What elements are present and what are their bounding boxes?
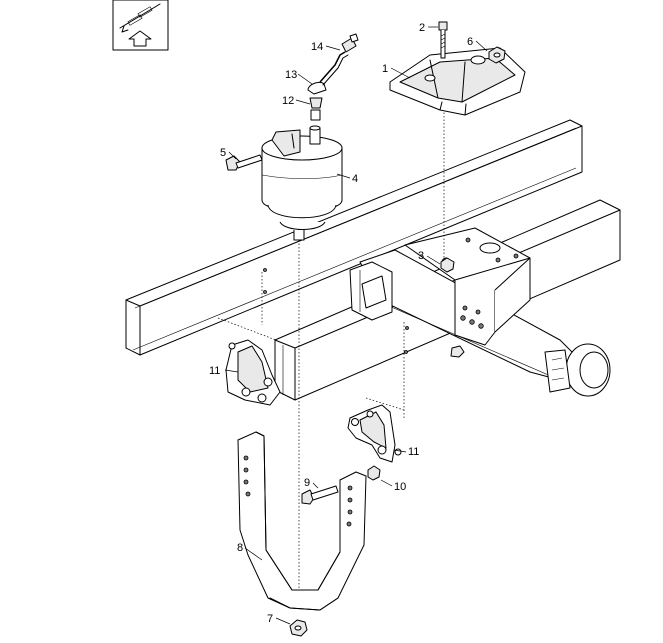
callout-3: 3 [418, 250, 424, 262]
callout-7: 7 [267, 613, 273, 625]
support-bracket-left [225, 339, 281, 406]
bolt-lower [301, 485, 339, 505]
air-spring [261, 125, 343, 241]
view-direction-arrow-icon [112, 0, 169, 51]
callout-1: 1 [382, 63, 388, 75]
callout-4: 4 [352, 173, 358, 185]
callout-labels: 1 2 3 4 5 6 7 8 9 10 11 11 12 13 14 [209, 22, 473, 625]
callout-8: 8 [237, 542, 243, 554]
bolt-upper [438, 21, 448, 59]
u-bracket [237, 431, 367, 611]
callout-6: 6 [467, 36, 473, 48]
assembly-centre-lines [217, 60, 445, 598]
nut-lower [367, 465, 381, 481]
nut-bottom [289, 619, 308, 637]
axle-seat [404, 227, 531, 346]
axle-mount-left [349, 261, 393, 321]
air-pipe [319, 33, 359, 86]
air-fitting [307, 81, 327, 121]
support-bracket-right [347, 404, 402, 463]
callout-leader-lines [224, 26, 488, 625]
upper-mounting-bracket [389, 47, 526, 116]
callout-12: 12 [282, 95, 294, 107]
callout-13: 13 [285, 69, 297, 81]
callout-11-left: 11 [209, 365, 220, 377]
frame-rail [125, 119, 583, 356]
callout-11-right: 11 [408, 446, 419, 458]
callout-10: 10 [394, 481, 406, 493]
nut-upper [488, 46, 506, 64]
callout-9: 9 [304, 477, 310, 489]
bolt-side [225, 154, 263, 171]
nut-axle-seat [440, 257, 455, 273]
callout-14: 14 [311, 41, 323, 53]
callout-2: 2 [419, 22, 425, 34]
callout-5: 5 [220, 147, 226, 159]
